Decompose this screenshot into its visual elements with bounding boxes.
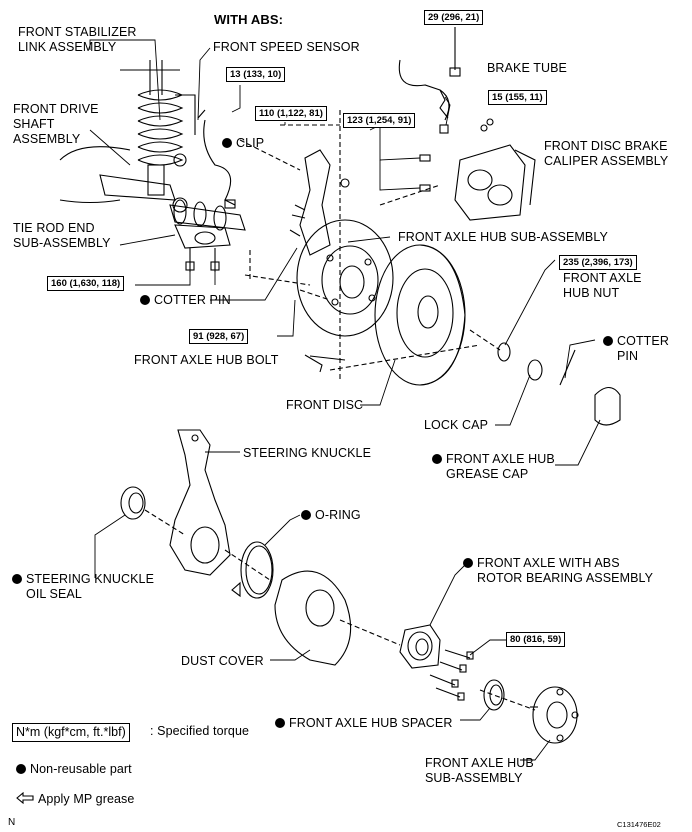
knuckle-upper-illustration [289, 149, 350, 256]
legend-torque-desc: : Specified torque [150, 724, 250, 738]
label-cotter-pin-right-2: PIN [617, 349, 639, 363]
non-reusable-dot-icon [222, 138, 232, 148]
non-reusable-dot-icon [12, 574, 22, 584]
legend-non-reusable: Non-reusable part [16, 762, 132, 777]
torque-13: 13 (133, 10) [226, 67, 286, 82]
label-tie-rod-2: SUB-ASSEMBLY [13, 236, 111, 250]
legend-grease: Apply MP grease [16, 792, 134, 807]
label-cotter-pin-right-1: COTTER [603, 334, 669, 349]
corner-letter: N [8, 817, 16, 828]
assembly-lines-lower [144, 509, 536, 711]
label-front-speed-sensor: FRONT SPEED SENSOR [213, 40, 360, 54]
label-bearing-assembly-1: FRONT AXLE WITH ABS [463, 556, 620, 571]
non-reusable-dot-icon [603, 336, 613, 346]
label-bearing-assembly-text: FRONT AXLE WITH ABS [477, 556, 620, 570]
diagram-title: WITH ABS: [214, 12, 284, 27]
non-reusable-dot-icon [140, 295, 150, 305]
label-tie-rod-1: TIE ROD END [13, 221, 95, 235]
label-oil-seal-2: OIL SEAL [26, 587, 82, 601]
torque-123: 123 (1,254, 91) [343, 113, 416, 128]
caliper-illustration [419, 144, 536, 221]
label-caliper-2: CALIPER ASSEMBLY [544, 154, 669, 168]
speed-sensor-wire [197, 109, 236, 209]
label-hub-sub-assembly-top: FRONT AXLE HUB SUB-ASSEMBLY [398, 230, 608, 244]
front-disc-illustration [374, 244, 466, 386]
label-dust-cover: DUST COVER [181, 654, 264, 668]
label-grease-cap-1: FRONT AXLE HUB [432, 452, 555, 467]
non-reusable-dot-icon [432, 454, 442, 464]
o-ring-illustration [231, 541, 274, 599]
label-stabilizer-link-1: FRONT STABILIZER [18, 25, 137, 39]
label-caliper-1: FRONT DISC BRAKE [544, 139, 668, 153]
label-hub-spacer-text: FRONT AXLE HUB SPACER [289, 716, 453, 730]
knuckle-lower-illustration [169, 429, 231, 576]
grease-arrow-icon [16, 792, 34, 804]
torque-235: 235 (2,396, 173) [559, 255, 637, 270]
hub-upper-illustration [296, 219, 394, 373]
non-reusable-dot-icon [16, 764, 26, 774]
hub-nut-illustration [497, 342, 621, 426]
label-drive-shaft-1: FRONT DRIVE [13, 102, 99, 116]
torque-160: 160 (1,630, 118) [47, 276, 125, 291]
label-cotter-pin-right-text: COTTER [617, 334, 669, 348]
drive-shaft-illustration [59, 146, 246, 231]
torque-91: 91 (928, 67) [189, 329, 249, 344]
torque-29: 29 (296, 21) [424, 10, 484, 25]
label-o-ring-text: O-RING [315, 508, 361, 522]
label-cotter-pin-left: COTTER PIN [140, 293, 231, 308]
non-reusable-dot-icon [463, 558, 473, 568]
label-steering-knuckle: STEERING KNUCKLE [243, 446, 372, 460]
label-drive-shaft-2: SHAFT [13, 117, 55, 131]
oil-seal-illustration [120, 486, 146, 520]
label-stabilizer-link-2: LINK ASSEMBLY [18, 40, 117, 54]
label-drive-shaft-3: ASSEMBLY [13, 132, 81, 146]
label-front-disc: FRONT DISC [286, 398, 364, 412]
label-lock-cap: LOCK CAP [424, 418, 489, 432]
lower-arm-illustration [174, 224, 231, 272]
strut-spring-illustration [120, 60, 196, 196]
label-oil-seal-text: STEERING KNUCKLE [26, 572, 155, 586]
label-grease-cap-2: GREASE CAP [446, 467, 529, 481]
label-hub-sub-assembly-bottom-1: FRONT AXLE HUB [425, 756, 534, 770]
torque-110: 110 (1,122, 81) [255, 106, 327, 121]
label-hub-sub-assembly-bottom-2: SUB-ASSEMBLY [425, 771, 523, 785]
label-hub-nut-2: HUB NUT [563, 286, 620, 300]
label-oil-seal-1: STEERING KNUCKLE [12, 572, 154, 587]
label-hub-spacer: FRONT AXLE HUB SPACER [275, 716, 452, 731]
bearing-assembly-illustration [399, 624, 441, 669]
label-o-ring: O-RING [301, 508, 361, 523]
non-reusable-dot-icon [275, 718, 285, 728]
legend-non-reusable-text: Non-reusable part [30, 762, 132, 776]
legend-grease-text: Apply MP grease [38, 792, 135, 806]
label-bearing-assembly-2: ROTOR BEARING ASSEMBLY [477, 571, 654, 585]
label-grease-cap-text: FRONT AXLE HUB [446, 452, 555, 466]
dust-cover-illustration [274, 570, 352, 666]
figure-code: C131476E02 [617, 820, 661, 829]
torque-80: 80 (816, 59) [506, 632, 566, 647]
hub-spacer-illustration [483, 679, 505, 711]
label-clip: CLIP [222, 136, 264, 151]
label-clip-text: CLIP [236, 136, 265, 150]
torque-15: 15 (155, 11) [488, 90, 547, 105]
leader-lines [89, 27, 601, 761]
label-cotter-pin-left-text: COTTER PIN [154, 293, 231, 307]
label-hub-bolt: FRONT AXLE HUB BOLT [134, 353, 279, 367]
non-reusable-dot-icon [301, 510, 311, 520]
bolts-illustration [429, 649, 474, 701]
hub-lower-illustration [530, 686, 579, 744]
label-brake-tube: BRAKE TUBE [487, 61, 567, 75]
label-hub-nut-1: FRONT AXLE [563, 271, 642, 285]
legend-torque-unit: N*m (kgf*cm, ft.*lbf) [12, 723, 130, 742]
